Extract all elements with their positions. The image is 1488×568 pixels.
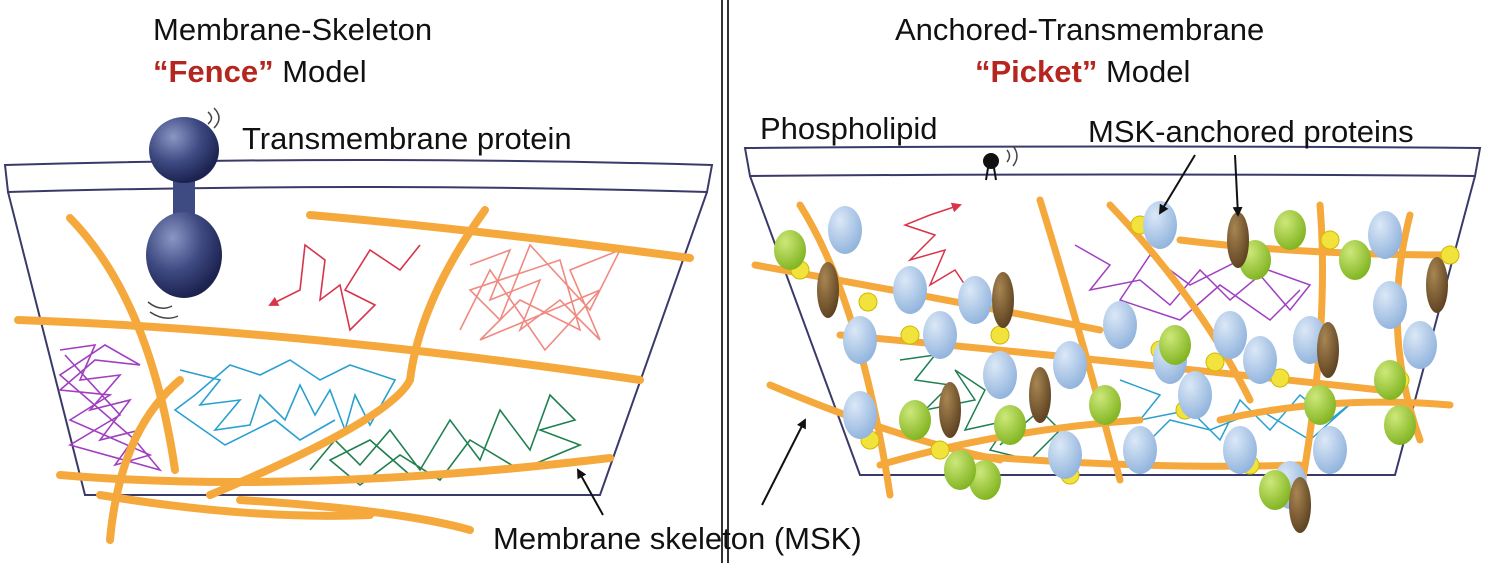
anchor-dot (1440, 245, 1460, 265)
anchor-dot (858, 292, 878, 312)
left-membrane-body (7, 191, 708, 496)
green-protein-icon (774, 230, 806, 270)
green-protein-icon (1374, 360, 1406, 400)
blue-protein-icon (828, 206, 862, 254)
brown-protein-icon (1426, 257, 1448, 313)
anchor-dot (1320, 230, 1340, 250)
path-purple (58, 344, 163, 472)
path-cyan-right (1119, 379, 1356, 442)
blue-protein-icon (1313, 426, 1347, 474)
brown-protein-icon (939, 382, 961, 438)
anchor-dot (900, 325, 920, 345)
right-membrane-top (743, 145, 1482, 178)
transmembrane-protein-icon (146, 107, 222, 319)
right-membrane-body (749, 175, 1476, 476)
left-model-label: Model (273, 54, 367, 89)
brown-protein-icon (1227, 212, 1249, 268)
right-title-line2: “Picket” Model (975, 56, 1190, 87)
panel-divider-1 (721, 0, 723, 563)
anchored-arrow-2 (1232, 154, 1243, 217)
blue-protein-icon (843, 316, 877, 364)
blue-protein-icon (1053, 341, 1087, 389)
blue-protein-icon (1178, 371, 1212, 419)
right-membrane (743, 145, 1482, 476)
anchor-dot (930, 440, 950, 460)
blue-protein-icon (983, 351, 1017, 399)
left-title-line2: “Fence” Model (153, 56, 367, 87)
path-red (268, 243, 421, 332)
blue-protein-icon (1243, 336, 1277, 384)
brown-protein-icon (992, 272, 1014, 328)
anchored-arrow-1 (1158, 154, 1196, 215)
green-protein-icon (969, 460, 1001, 500)
blue-protein-icon (843, 391, 877, 439)
panel-divider-2 (727, 0, 729, 563)
path-red-right (902, 202, 976, 301)
left-title-line1: Membrane-Skeleton (153, 12, 433, 47)
green-protein-icon (1304, 385, 1336, 425)
blue-protein-icon (923, 311, 957, 359)
green-protein-icon (994, 405, 1026, 445)
left-msk-arrow (577, 468, 604, 516)
path-purple-right (1074, 244, 1312, 321)
phospholipid-label: Phospholipid (760, 111, 938, 146)
right-model-label: Model (1097, 54, 1191, 89)
left-membrane-top (3, 159, 714, 194)
blue-protein-icon (893, 266, 927, 314)
green-protein-icon (1274, 210, 1306, 250)
green-protein-icon (1384, 405, 1416, 445)
green-protein-icon (1339, 240, 1371, 280)
blue-protein-icon (1368, 211, 1402, 259)
phospholipid-icon (983, 145, 1018, 181)
blue-protein-icon (1123, 426, 1157, 474)
blue-protein-icon (1103, 301, 1137, 349)
right-diffusion-paths (899, 202, 1356, 461)
right-title-line1: Anchored-Transmembrane (895, 12, 1265, 47)
blue-protein-icon (1223, 426, 1257, 474)
blue-protein-icon (1143, 201, 1177, 249)
brown-protein-icon (1317, 322, 1339, 378)
blue-protein-icon (1373, 281, 1407, 329)
green-protein-icon (1089, 385, 1121, 425)
anchor-dot (1205, 352, 1225, 372)
blue-protein-icon (1403, 321, 1437, 369)
green-protein-icon (1159, 325, 1191, 365)
green-protein-icon (944, 450, 976, 490)
path-salmon (459, 243, 622, 352)
picket-label: “Picket” (975, 54, 1098, 89)
right-proteins (774, 201, 1460, 533)
blue-protein-icon (1213, 311, 1247, 359)
brown-protein-icon (1029, 367, 1051, 423)
anchor-dot (990, 325, 1010, 345)
fence-label: “Fence” (153, 54, 274, 89)
blue-protein-icon (958, 276, 992, 324)
green-protein-icon (899, 400, 931, 440)
msk-anchored-label: MSK-anchored proteins (1088, 114, 1414, 149)
right-msk-arrow (761, 418, 806, 506)
left-skeleton (14, 206, 694, 544)
blue-protein-icon (1048, 431, 1082, 479)
green-protein-icon (1259, 470, 1291, 510)
transmembrane-protein-label: Transmembrane protein (242, 121, 572, 156)
path-cyan (173, 359, 397, 446)
brown-protein-icon (1289, 477, 1311, 533)
membrane-skeleton-label: Membrane skeleton (MSK) (493, 521, 862, 556)
brown-protein-icon (817, 262, 839, 318)
path-green-right (899, 353, 1062, 461)
